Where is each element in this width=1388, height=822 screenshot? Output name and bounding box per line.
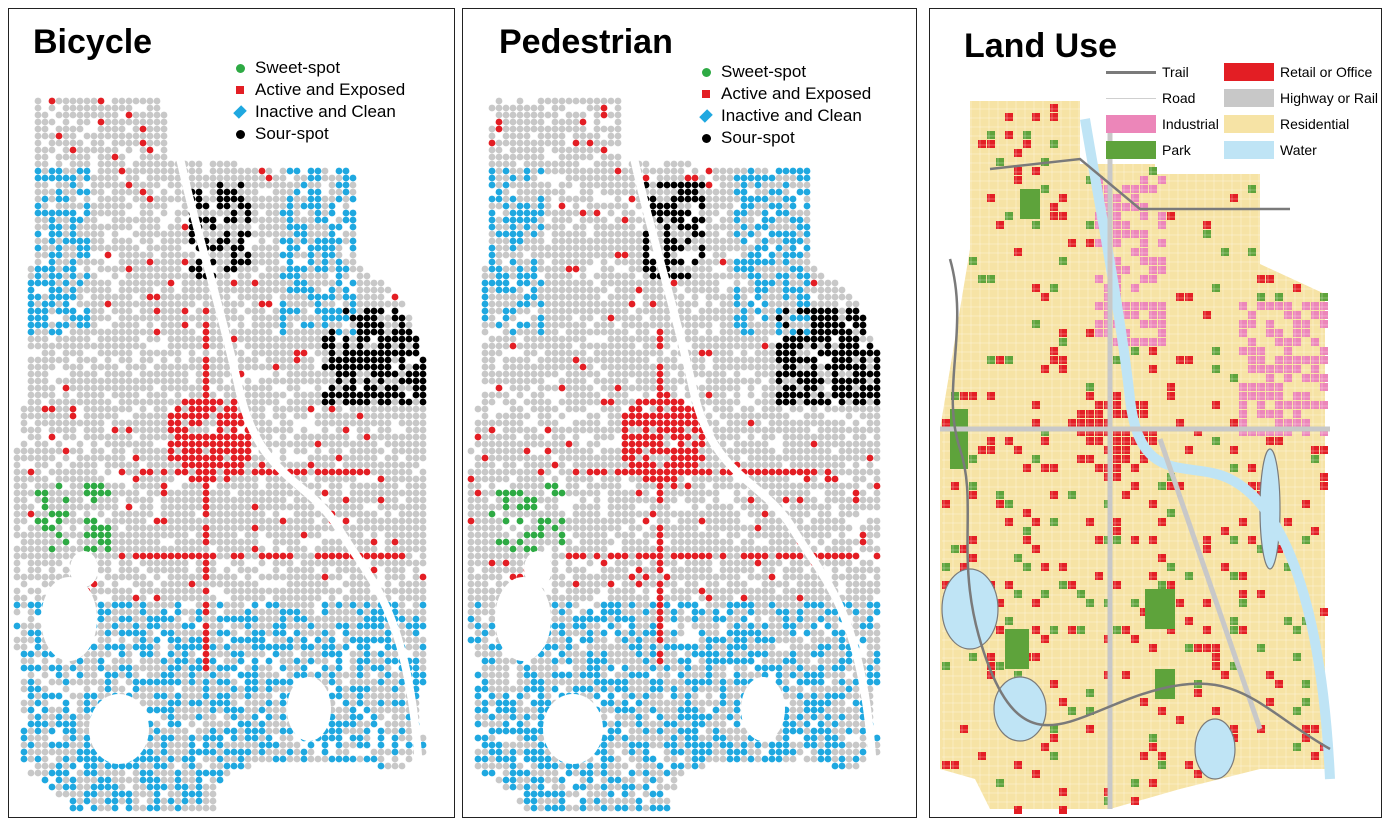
legend-item-park: Park bbox=[1106, 137, 1219, 163]
sweet-spot-symbol-icon bbox=[701, 67, 711, 77]
pedestrian-title: Pedestrian bbox=[499, 23, 673, 61]
industrial-swatch-icon bbox=[1106, 115, 1156, 133]
landuse-title: Land Use bbox=[964, 27, 1118, 65]
legend-item-inactive-clean: Inactive and Clean bbox=[691, 105, 871, 127]
legend-label: Road bbox=[1162, 90, 1196, 106]
bicycle-legend: Sweet-spot Active and Exposed Inactive a… bbox=[225, 57, 405, 145]
road-line-icon bbox=[1106, 97, 1156, 99]
landuse-legend-right: Retail or Office Highway or Rail Residen… bbox=[1224, 59, 1378, 163]
legend-label: Trail bbox=[1162, 64, 1189, 80]
pedestrian-map bbox=[467, 97, 881, 812]
retail-swatch-icon bbox=[1224, 63, 1274, 81]
inactive-clean-symbol-icon bbox=[233, 105, 247, 119]
legend-item-highway-rail: Highway or Rail bbox=[1224, 85, 1378, 111]
legend-label: Industrial bbox=[1162, 116, 1219, 132]
legend-item-retail-office: Retail or Office bbox=[1224, 59, 1378, 85]
pedestrian-legend: Sweet-spot Active and Exposed Inactive a… bbox=[691, 61, 871, 149]
legend-label: Inactive and Clean bbox=[255, 102, 396, 121]
legend-label: Residential bbox=[1280, 116, 1350, 132]
residential-swatch-icon bbox=[1224, 115, 1274, 133]
legend-item-water: Water bbox=[1224, 137, 1378, 163]
legend-item-inactive-clean: Inactive and Clean bbox=[225, 101, 405, 123]
legend-label: Sour-spot bbox=[255, 124, 329, 143]
trail-line-icon bbox=[1106, 70, 1156, 74]
landuse-map-panel: Land Use Trail Road Industrial Park Reta… bbox=[929, 8, 1382, 818]
water-swatch-icon bbox=[1224, 141, 1274, 159]
active-exposed-symbol-icon bbox=[702, 90, 710, 98]
legend-label: Active and Exposed bbox=[255, 80, 406, 99]
park-swatch-icon bbox=[1106, 141, 1156, 159]
active-exposed-symbol-icon bbox=[236, 86, 244, 94]
map-cells bbox=[467, 97, 881, 812]
legend-item-road: Road bbox=[1106, 85, 1219, 111]
highway-swatch-icon bbox=[1224, 89, 1274, 107]
bicycle-map bbox=[13, 97, 427, 812]
legend-item-industrial: Industrial bbox=[1106, 111, 1219, 137]
legend-label: Inactive and Clean bbox=[721, 106, 862, 125]
legend-label: Sour-spot bbox=[721, 128, 795, 147]
bicycle-map-panel: Bicycle Sweet-spot Active and Exposed In… bbox=[8, 8, 455, 818]
sour-spot-symbol-icon bbox=[701, 133, 711, 143]
sweet-spot-symbol-icon bbox=[235, 63, 245, 73]
legend-item-sweet-spot: Sweet-spot bbox=[691, 61, 871, 83]
bicycle-title: Bicycle bbox=[33, 23, 153, 61]
legend-item-trail: Trail bbox=[1106, 59, 1219, 85]
legend-label: Active and Exposed bbox=[721, 84, 872, 103]
inactive-clean-symbol-icon bbox=[699, 109, 713, 123]
map-cells bbox=[13, 97, 427, 812]
legend-item-residential: Residential bbox=[1224, 111, 1378, 137]
legend-label: Highway or Rail bbox=[1280, 90, 1379, 106]
legend-label: Park bbox=[1162, 142, 1191, 158]
legend-item-sour-spot: Sour-spot bbox=[225, 123, 405, 145]
legend-label: Sweet-spot bbox=[721, 62, 807, 81]
landuse-legend-left: Trail Road Industrial Park bbox=[1106, 59, 1219, 163]
landuse-map bbox=[940, 101, 1335, 814]
sour-spot-symbol-icon bbox=[235, 129, 245, 139]
legend-label: Water bbox=[1280, 142, 1317, 158]
legend-label: Sweet-spot bbox=[255, 58, 341, 77]
legend-item-active-exposed: Active and Exposed bbox=[691, 83, 871, 105]
legend-item-sour-spot: Sour-spot bbox=[691, 127, 871, 149]
legend-item-active-exposed: Active and Exposed bbox=[225, 79, 405, 101]
pedestrian-map-panel: Pedestrian Sweet-spot Active and Exposed… bbox=[462, 8, 917, 818]
legend-item-sweet-spot: Sweet-spot bbox=[225, 57, 405, 79]
legend-label: Retail or Office bbox=[1280, 64, 1373, 80]
